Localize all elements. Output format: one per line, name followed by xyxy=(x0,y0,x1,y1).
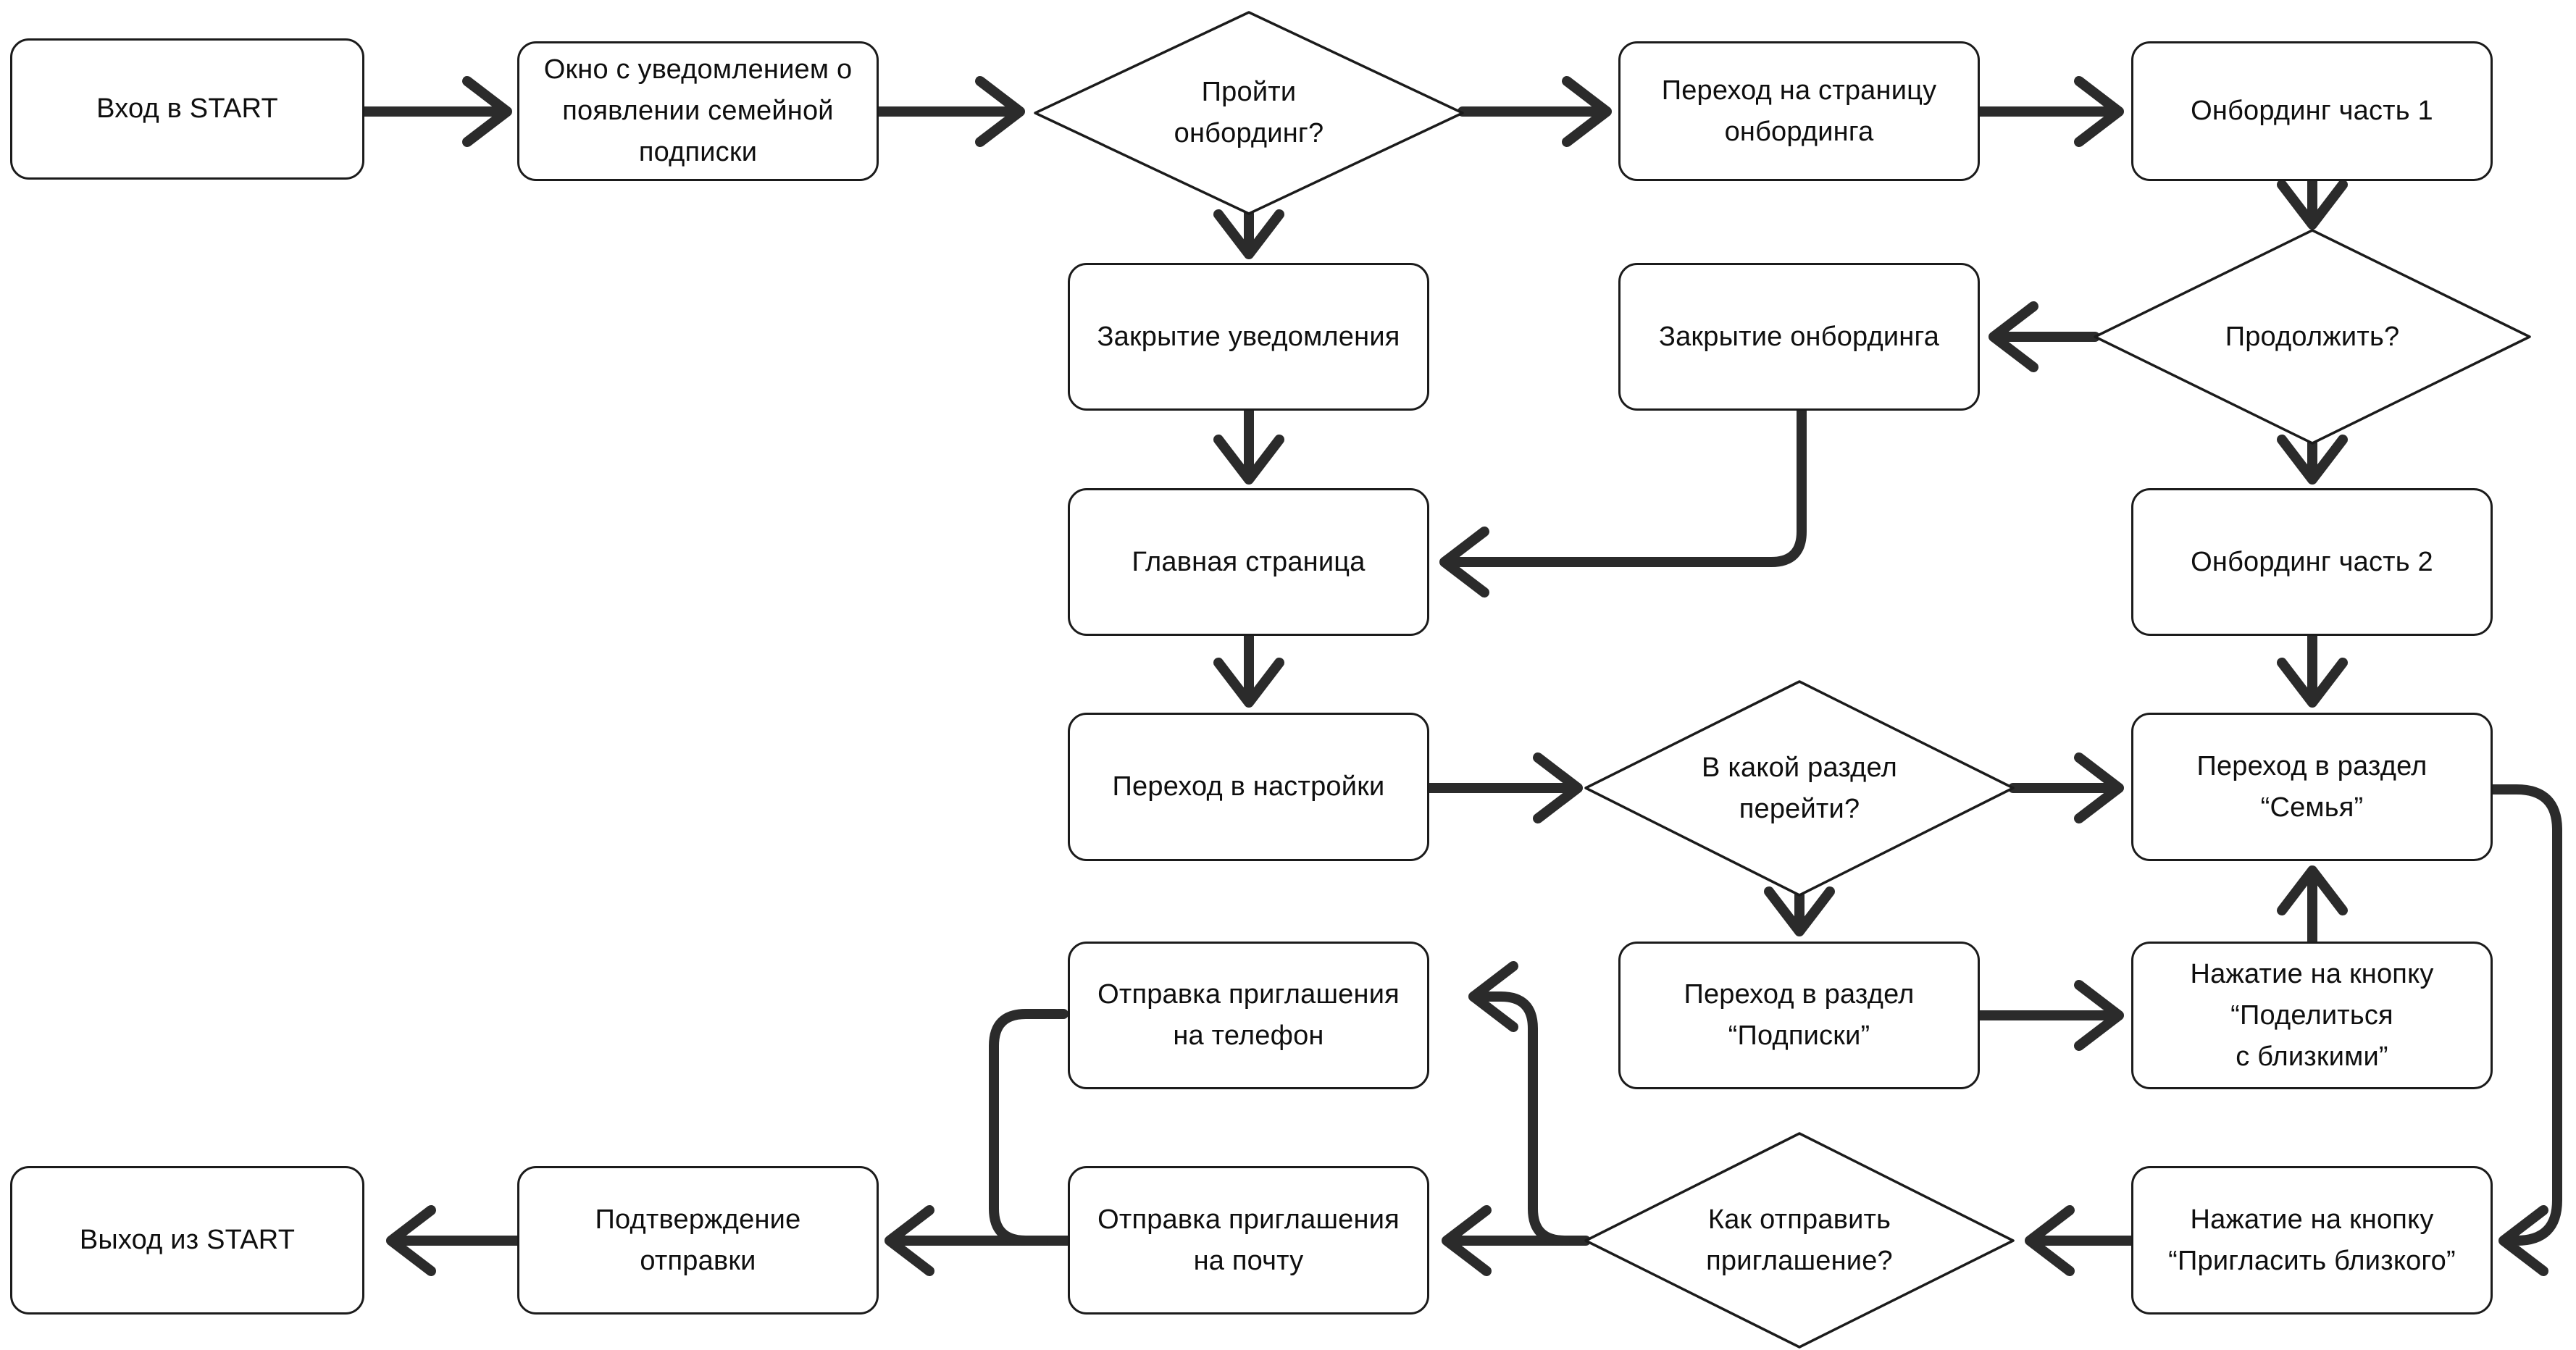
node-label: Переход в настройки xyxy=(1112,771,1385,802)
node-exit: Выход из START xyxy=(10,1166,364,1315)
node-label: Закрытие онбординга xyxy=(1658,321,1940,352)
decision-onboarding-diamond xyxy=(1034,11,1464,215)
edge-dsection-family xyxy=(2008,752,2124,823)
node-label: Продолжить? xyxy=(2225,321,2400,352)
edge-closeonboarding-mainpage xyxy=(1439,406,1807,598)
node-onboarding-2: Онбординг часть 2 xyxy=(2131,488,2493,636)
decision-section-label: В какой раздел перейти? xyxy=(1586,682,2013,895)
edge-confirmation-exit xyxy=(386,1205,522,1276)
node-label: Отправка приглашения на телефон xyxy=(1097,979,1400,1051)
node-main-page: Главная страница xyxy=(1068,488,1429,636)
node-close-onboarding: Закрытие онбординга xyxy=(1618,263,1980,411)
node-label: Переход на страницу онбординга xyxy=(1661,75,1937,147)
edge-dsend-phoneinvite xyxy=(1468,961,1570,1246)
node-label: Пройти онбординг? xyxy=(1174,77,1324,148)
edge-dcontinue-closeonboarding xyxy=(1989,301,2100,372)
node-close-notification: Закрытие уведомления xyxy=(1068,263,1429,411)
node-share-button: Нажатие на кнопку “Поделиться с близкими… xyxy=(2131,942,2493,1089)
decision-onboarding-label: Пройти онбординг? xyxy=(1035,12,1463,214)
edge-phoneinvite-confirmation xyxy=(989,1009,1069,1246)
node-label: Отправка приглашения на почту xyxy=(1097,1204,1400,1276)
decision-section-diamond xyxy=(1584,680,2015,897)
node-label: Нажатие на кнопку “Пригласить близкого” xyxy=(2168,1204,2456,1276)
decision-send-label: Как отправить приглашение? xyxy=(1586,1133,2013,1347)
node-mail-invite: Отправка приглашения на почту xyxy=(1068,1166,1429,1315)
node-label: Выход из START xyxy=(79,1225,296,1255)
node-entry: Вход в START xyxy=(10,38,364,180)
edge-onboarding2-family xyxy=(2277,631,2348,708)
edge-subscriptions-sharebutton xyxy=(1975,980,2124,1051)
edge-closenotification-mainpage xyxy=(1213,406,1284,485)
edge-onboarding1-dcontinue xyxy=(2277,176,2348,230)
node-label: Нажатие на кнопку “Поделиться с близкими… xyxy=(2190,958,2434,1072)
edge-notification-donboarding xyxy=(874,76,1025,147)
decision-send-diamond xyxy=(1584,1132,2015,1349)
node-label: Главная страница xyxy=(1132,546,1366,577)
edge-settings-dsection xyxy=(1424,752,1583,823)
node-label: Переход в раздел “Подписки” xyxy=(1684,979,1915,1051)
node-notification: Окно с уведомлением о появлении семейной… xyxy=(517,41,879,181)
edge-entry-notification xyxy=(359,76,512,147)
node-confirmation: Подтверждение отправки xyxy=(517,1166,879,1315)
node-label: Онбординг часть 2 xyxy=(2191,546,2433,577)
edge-dsection-subscriptions xyxy=(1764,886,1835,936)
edge-dcontinue-onboarding2 xyxy=(2277,435,2348,485)
node-onboarding-page: Переход на страницу онбординга xyxy=(1618,41,1980,181)
node-label: Онбординг часть 1 xyxy=(2191,96,2433,126)
node-label: Как отправить приглашение? xyxy=(1706,1204,1893,1276)
edge-mainpage-settings xyxy=(1213,631,1284,708)
edge-invitebutton-dsend xyxy=(2025,1205,2136,1276)
node-label: Подтверждение отправки xyxy=(595,1204,801,1276)
node-onboarding-1: Онбординг часть 1 xyxy=(2131,41,2493,181)
node-label: Закрытие уведомления xyxy=(1097,321,1400,352)
node-label: Вход в START xyxy=(96,93,278,124)
edge-donboarding-onboardingpage xyxy=(1458,76,1612,147)
node-invite-button: Нажатие на кнопку “Пригласить близкого” xyxy=(2131,1166,2493,1315)
node-phone-invite: Отправка приглашения на телефон xyxy=(1068,942,1429,1089)
node-settings: Переход в настройки xyxy=(1068,713,1429,861)
edge-family-invitebutton xyxy=(2488,784,2562,1276)
node-label: В какой раздел перейти? xyxy=(1702,752,1897,824)
node-label: Окно с уведомлением о появлении семейной… xyxy=(543,54,853,167)
node-label: Переход в раздел “Семья” xyxy=(2196,750,2427,823)
decision-continue-label: Продолжить? xyxy=(2095,230,2530,443)
node-subscriptions-section: Переход в раздел “Подписки” xyxy=(1618,942,1980,1089)
node-family-section: Переход в раздел “Семья” xyxy=(2131,713,2493,861)
edge-onboardingpage-onboarding1 xyxy=(1975,76,2124,147)
edge-sharebutton-family xyxy=(2277,865,2348,947)
decision-continue-diamond xyxy=(2094,229,2531,445)
edge-donboarding-closenotification xyxy=(1213,209,1284,259)
